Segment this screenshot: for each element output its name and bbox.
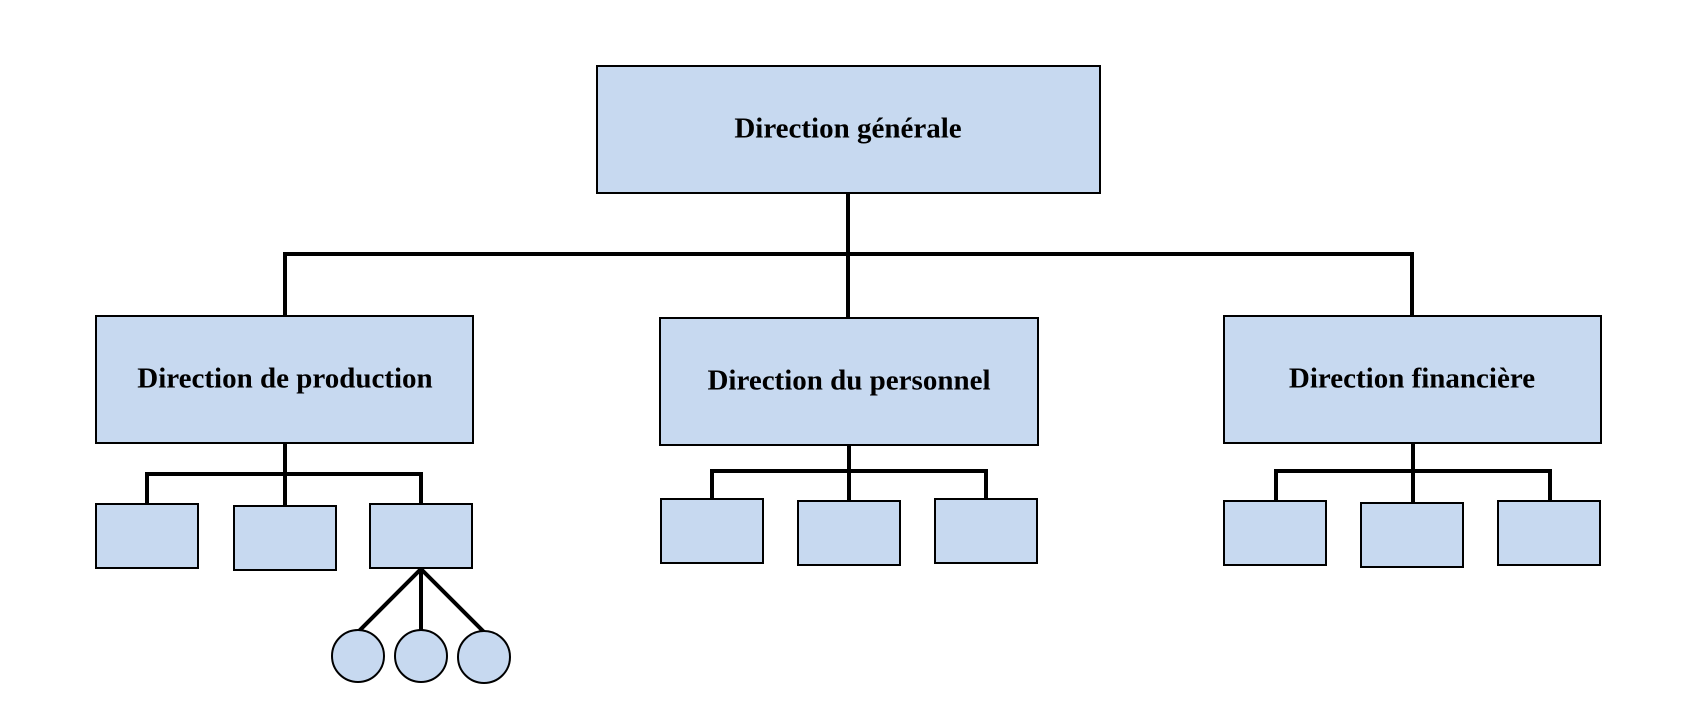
connector-fan-right (418, 566, 487, 635)
financiere-sub-unit-3 (1497, 500, 1601, 566)
financiere-sub-unit-1 (1223, 500, 1327, 566)
node-dept-production: Direction de production (95, 315, 474, 444)
node-dept-financiere: Direction financière (1223, 315, 1602, 444)
production-sub-sub-units (331, 629, 511, 684)
financiere-sub-units (1223, 500, 1601, 568)
connectors (145, 191, 1552, 635)
personnel-sub-units (660, 498, 1038, 566)
production-sub-unit-1 (95, 503, 199, 569)
personnel-sub-unit-1 (660, 498, 764, 564)
financiere-sub-unit-2 (1360, 502, 1464, 568)
production-sub-unit-2 (233, 505, 337, 571)
node-dept-production-label: Direction de production (137, 363, 432, 395)
node-dept-personnel-label: Direction du personnel (707, 365, 990, 397)
production-sub-sub-unit-3 (457, 630, 511, 684)
connector-fan-left (355, 566, 424, 635)
node-root-box (596, 65, 1101, 194)
node-dept-personnel-box (659, 317, 1039, 446)
node-dept-financiere-label: Direction financière (1289, 363, 1535, 395)
node-root: Direction générale (596, 65, 1101, 194)
production-sub-unit-3 (369, 503, 473, 569)
production-sub-sub-unit-2 (394, 629, 448, 683)
production-sub-units (95, 503, 473, 571)
node-dept-production-box (95, 315, 474, 444)
node-dept-financiere-box (1223, 315, 1602, 444)
personnel-sub-unit-2 (797, 500, 901, 566)
node-dept-personnel: Direction du personnel (659, 317, 1039, 446)
node-root-label: Direction générale (734, 113, 961, 145)
production-sub-sub-unit-1 (331, 629, 385, 683)
personnel-sub-unit-3 (934, 498, 1038, 564)
